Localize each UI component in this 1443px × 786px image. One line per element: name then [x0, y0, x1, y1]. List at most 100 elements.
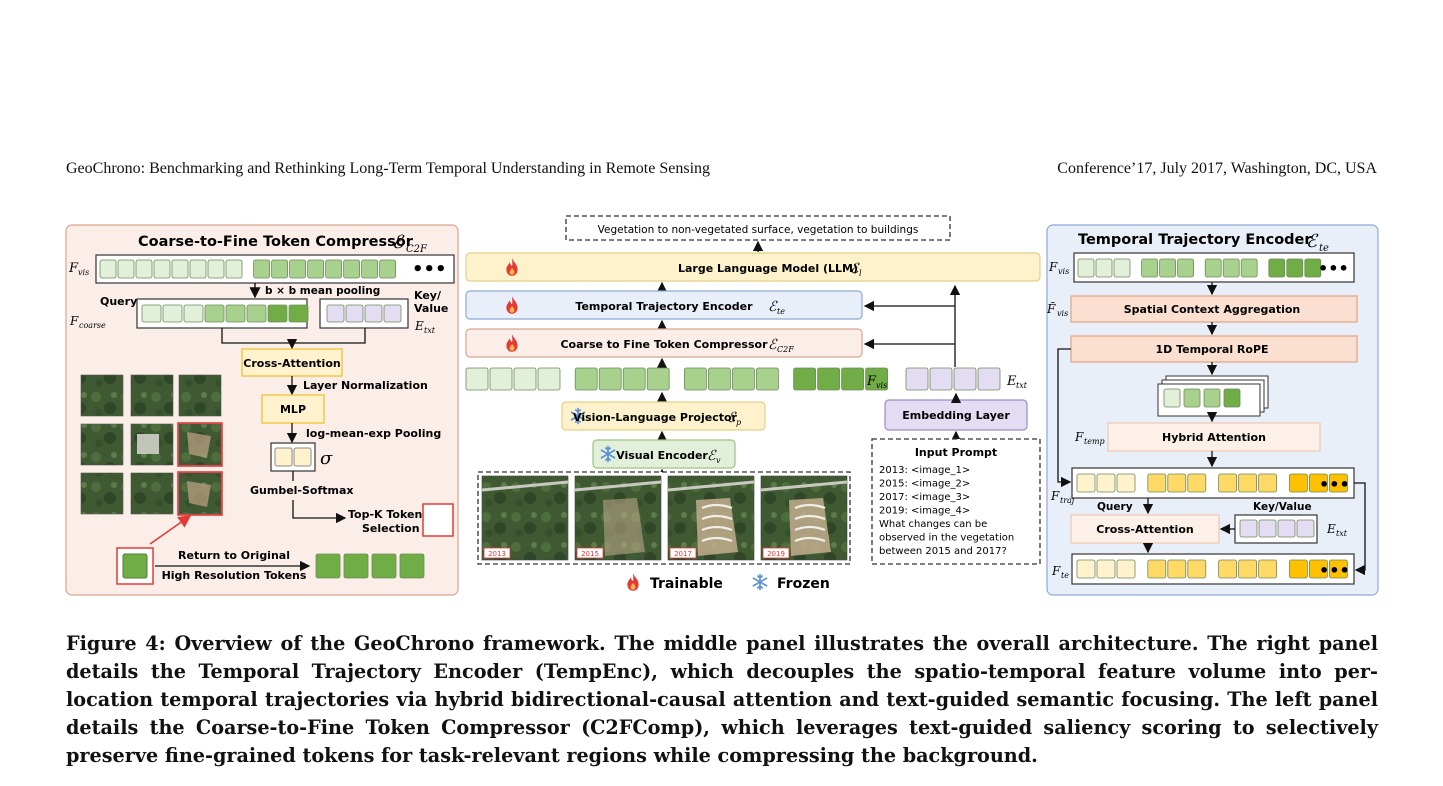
highlight-frame — [177, 422, 223, 467]
left-etxt-sub: txt — [424, 326, 436, 335]
hr-token — [399, 553, 425, 579]
fte-token — [1116, 559, 1136, 579]
left-keyvalue-1: Key/ — [414, 289, 442, 302]
retxt-token — [1239, 519, 1258, 538]
mid-fvis-token — [732, 367, 755, 391]
street-curve — [794, 525, 826, 532]
right-etxt-sub: txt — [1336, 529, 1348, 538]
mid-fvis: F — [866, 374, 877, 389]
legend-frozen: Frozen — [777, 576, 830, 592]
running-header-venue: Conference’17, July 2017, Washington, DC… — [1057, 160, 1377, 177]
mid-tte-box — [465, 290, 863, 320]
satellite-thumbnail — [80, 472, 124, 515]
left-return-1: Return to Original — [178, 549, 290, 562]
mid-fvis-token — [646, 367, 670, 391]
street-curve — [794, 503, 826, 510]
left-topk-1: Top-K Token — [348, 508, 422, 521]
rfvis-token — [1304, 258, 1322, 278]
fvis-token — [117, 259, 135, 279]
right-etxt-tokens — [1239, 519, 1315, 538]
mid-fvis-sub: vis — [876, 381, 887, 390]
right-fvis: F — [1048, 260, 1058, 274]
etxt-token — [345, 304, 364, 323]
left-fvis-tokens — [99, 259, 397, 279]
legend-flame-icon — [627, 573, 639, 591]
mid-fvis-token — [793, 367, 816, 391]
fte-token — [1238, 559, 1257, 579]
prompt-line: 2017: <image_3> — [879, 492, 970, 503]
fte-token — [1187, 559, 1207, 579]
left-layer-norm: Layer Normalization — [303, 379, 428, 392]
coarse-token — [183, 304, 204, 323]
prompt-line: 2019: <image_4> — [879, 506, 970, 517]
rfvis-token — [1113, 258, 1131, 278]
arrow-residual — [1354, 482, 1366, 576]
rfvis-token — [1077, 258, 1095, 278]
right-query: Query — [1097, 501, 1133, 513]
mid-etxt-token — [929, 367, 953, 391]
right-ftemp-sub: temp — [1084, 437, 1105, 446]
llm-label: Large Language Model (LLM) — [678, 262, 858, 275]
traj-token — [1309, 473, 1328, 493]
fte-token — [1258, 559, 1277, 579]
year-tag — [669, 547, 697, 559]
road-line — [760, 480, 848, 492]
left-panel-c2f: Coarse-to-Fine Token Compressor ℰ C2F F … — [65, 224, 459, 596]
traj-token — [1096, 473, 1116, 493]
street-curve — [794, 536, 826, 543]
traj-ellipsis: ••• — [1319, 475, 1350, 494]
highlight-frame — [177, 471, 223, 516]
coarse-token — [204, 304, 225, 323]
satellite-thumbnail — [130, 472, 174, 515]
retxt-token — [1296, 519, 1315, 538]
satellite-thumbnail — [80, 423, 124, 466]
ve-sub: v — [716, 456, 721, 465]
traj-token — [1116, 473, 1136, 493]
year-label: 2013 — [488, 550, 506, 558]
mid-c2f-box — [465, 328, 863, 358]
right-cross-box — [1070, 514, 1220, 544]
year-tag — [762, 547, 790, 559]
left-title: Coarse-to-Fine Token Compressor — [138, 234, 414, 250]
projector-label: Vision-Language Projector — [573, 411, 738, 424]
left-sigma: σ — [320, 448, 333, 469]
traj-token — [1329, 473, 1348, 493]
fvis-token — [325, 259, 343, 279]
street-curve — [701, 536, 733, 543]
rfvis-token — [1204, 258, 1222, 278]
ve-sym: ℰ — [707, 448, 717, 464]
fvis-token — [153, 259, 171, 279]
fvis-token — [189, 259, 207, 279]
running-header-title: GeoChrono: Benchmarking and Rethinking L… — [66, 160, 711, 177]
projector-box — [561, 401, 766, 431]
figure-caption: Figure 4: Overview of the GeoChrono fram… — [66, 632, 1378, 767]
right-keyvalue: Key/Value — [1253, 501, 1312, 513]
fte-tokens — [1076, 559, 1348, 579]
road-line — [667, 480, 755, 492]
mid-etxt-token — [905, 367, 929, 391]
mid-fvis-token — [684, 367, 707, 391]
building-patch — [137, 434, 159, 454]
output-box — [565, 215, 951, 241]
hr-token — [315, 553, 341, 579]
hr-token — [343, 553, 369, 579]
traj-token — [1258, 473, 1277, 493]
framework-figure: Coarse-to-Fine Token Compressor ℰ C2F F … — [65, 215, 1379, 596]
rfvis-token — [1177, 258, 1194, 278]
coarse-token — [162, 304, 183, 323]
mid-fvis-tokens — [465, 367, 888, 391]
fvis-token — [225, 259, 243, 279]
left-return-2: High Resolution Tokens — [162, 569, 307, 582]
etxt-token — [364, 304, 383, 323]
rfvis-token — [1240, 258, 1258, 278]
mid-tte-sym: ℰ — [768, 299, 778, 315]
left-fvis-sub: vis — [78, 268, 89, 277]
left-query: Query — [100, 295, 137, 308]
visual-encoder-label: Visual Encoder — [616, 449, 708, 462]
right-title: Temporal Trajectory Encoder — [1078, 232, 1312, 248]
left-etxt: E — [414, 319, 424, 333]
coarse-token — [225, 304, 246, 323]
rfvis-token — [1159, 258, 1176, 278]
mid-etxt-tokens — [905, 367, 1001, 391]
fte-token — [1309, 559, 1328, 579]
